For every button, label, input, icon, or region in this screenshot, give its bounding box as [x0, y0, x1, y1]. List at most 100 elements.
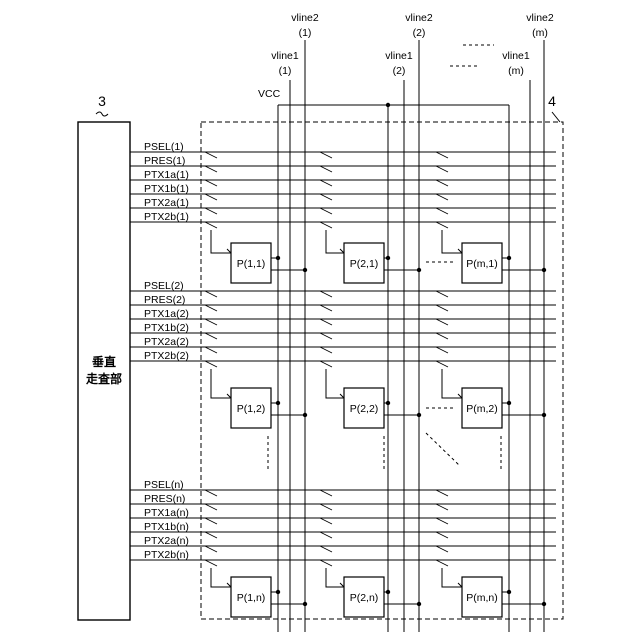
- row-signal-lines: PSEL(1)PRES(1)PTX1a(1)PTX1b(1)PTX2a(1)PT…: [130, 141, 556, 566]
- vline2-label-col-2: vline2: [405, 12, 433, 24]
- signal-label: PTX2a(2): [144, 336, 189, 348]
- junction-dot: [417, 413, 421, 417]
- signal-tap: [436, 222, 448, 228]
- pixel-cell: P(m,n): [442, 568, 546, 617]
- vline1-index-col-m: (m): [508, 65, 524, 77]
- bus-arrow: [227, 583, 231, 587]
- pixel-cell: P(m,2): [442, 369, 546, 428]
- pixel-cells: P(1,1) P(2,1) P(m,1) P(1,2) P(2,2) P(m,2) P(1,…: [211, 230, 546, 617]
- vline1-index-col-2: (2): [393, 65, 406, 77]
- signal-tap: [205, 208, 217, 214]
- signal-tap: [320, 347, 332, 353]
- vline1-label-col-1: vline1: [271, 50, 299, 62]
- pixel-label: P(m,n): [466, 592, 498, 604]
- junction-dot: [507, 590, 511, 594]
- pixel-label: P(1,n): [237, 592, 266, 604]
- signal-label: PSEL(2): [144, 280, 184, 292]
- signal-tap: [436, 208, 448, 214]
- signal-tap: [205, 291, 217, 297]
- vertical-scanner-box: [78, 122, 130, 620]
- pixel-label: P(m,2): [466, 403, 498, 415]
- array-ref-number: 4: [548, 93, 556, 109]
- signal-label: PTX2a(1): [144, 197, 189, 209]
- junction-dot: [507, 401, 511, 405]
- signal-tap: [320, 194, 332, 200]
- signal-tap: [320, 166, 332, 172]
- vline1-index-col-1: (1): [279, 65, 292, 77]
- signal-tap: [436, 166, 448, 172]
- signal-tap: [436, 347, 448, 353]
- signal-tap: [320, 180, 332, 186]
- signal-label: PTX2b(1): [144, 211, 189, 223]
- pixel-cell: P(m,1): [442, 230, 546, 283]
- signal-label: PTX1a(1): [144, 169, 189, 181]
- signal-tap: [205, 222, 217, 228]
- pixel-cell: P(2,n): [326, 568, 421, 617]
- junction-dot: [417, 268, 421, 272]
- vertical-scanner-label-1: 垂直: [92, 354, 116, 369]
- signal-tap: [205, 347, 217, 353]
- signal-tap: [205, 361, 217, 367]
- ellipsis-markers: [268, 262, 501, 472]
- signal-tap: [320, 504, 332, 510]
- signal-tap: [205, 166, 217, 172]
- vline2-label-col-m: vline2: [526, 12, 554, 24]
- signal-tap: [436, 319, 448, 325]
- junction-dot: [276, 256, 280, 260]
- signal-tap: [205, 504, 217, 510]
- vline1-label-col-2: vline1: [385, 50, 413, 62]
- column-headers: vline2 (1) vline1 (1) vline2 (2) vline1 …: [271, 12, 554, 77]
- signal-label: PTX1b(2): [144, 322, 189, 334]
- signal-tap: [320, 291, 332, 297]
- signal-tap: [436, 546, 448, 552]
- signal-tap: [205, 194, 217, 200]
- pixel-cell: P(1,n): [211, 568, 307, 617]
- signal-label: PTX1a(2): [144, 308, 189, 320]
- signal-tap: [320, 361, 332, 367]
- bus-arrow: [340, 394, 344, 398]
- signal-tap: [436, 194, 448, 200]
- array-ref-leader: [552, 112, 560, 122]
- signal-tap: [436, 180, 448, 186]
- signal-tap: [320, 560, 332, 566]
- pixel-cell: P(1,1): [211, 230, 307, 283]
- signal-tap: [436, 490, 448, 496]
- pixel-label: P(2,2): [350, 403, 379, 415]
- vertical-scanner-label-2: 走査部: [86, 371, 122, 386]
- junction-dot: [303, 268, 307, 272]
- signal-tap: [320, 208, 332, 214]
- junction-dot: [542, 413, 546, 417]
- control-bus: [326, 230, 344, 253]
- signal-tap: [320, 546, 332, 552]
- vline2-index-col-1: (1): [299, 27, 312, 39]
- junction-dot: [542, 268, 546, 272]
- junction-dot: [303, 602, 307, 606]
- signal-label: PTX2a(n): [144, 535, 189, 547]
- signal-tap: [436, 305, 448, 311]
- vline2-index-col-m: (m): [532, 27, 548, 39]
- signal-tap: [205, 180, 217, 186]
- junction-dot: [276, 590, 280, 594]
- signal-tap: [205, 319, 217, 325]
- signal-tap: [436, 504, 448, 510]
- scanner-ref-number: 3: [98, 93, 106, 109]
- pixel-cell: P(1,2): [211, 369, 307, 428]
- vline2-label-col-1: vline2: [291, 12, 319, 24]
- junction-dot: [542, 602, 546, 606]
- pixel-label: P(m,1): [466, 258, 498, 270]
- signal-tap: [320, 333, 332, 339]
- signal-label: PTX2b(n): [144, 549, 189, 561]
- vertical-scanner: 垂直 走査部 3: [78, 93, 130, 620]
- junction-dot: [507, 256, 511, 260]
- signal-tap: [320, 518, 332, 524]
- bus-arrow: [458, 394, 462, 398]
- signal-label: PSEL(n): [144, 479, 184, 491]
- control-bus: [326, 369, 344, 398]
- signal-tap: [436, 361, 448, 367]
- bus-arrow: [340, 583, 344, 587]
- signal-tap: [436, 333, 448, 339]
- signal-label: PTX1a(n): [144, 507, 189, 519]
- signal-tap: [320, 222, 332, 228]
- pixel-cell: P(2,1): [326, 230, 421, 283]
- signal-label: PRES(n): [144, 493, 185, 505]
